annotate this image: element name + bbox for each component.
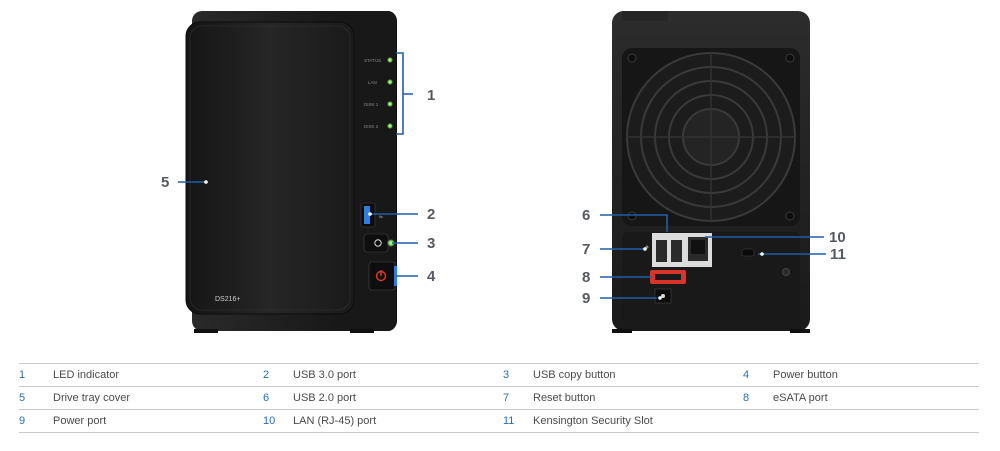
legend-num: 5 (19, 386, 53, 410)
callout-6: 6 (582, 207, 590, 224)
legend-num: 4 (743, 363, 773, 387)
front-foot-right (350, 329, 374, 333)
led-label-status: STATUS (364, 58, 381, 63)
led-lan (387, 79, 393, 85)
power-button (368, 261, 397, 291)
callout-7: 7 (582, 241, 590, 258)
led-status (387, 57, 393, 63)
legend-num: 8 (743, 386, 773, 410)
legend-num: 7 (503, 386, 533, 410)
callout-line-6 (600, 214, 668, 232)
callout-4: 4 (427, 268, 436, 285)
legend-label: Reset button (533, 386, 743, 410)
callout-3: 3 (427, 235, 435, 252)
led-disk2 (387, 123, 393, 129)
legend-label: USB 3.0 port (293, 363, 503, 387)
svg-text:⇆: ⇆ (379, 214, 383, 219)
legend-num: 1 (19, 363, 53, 387)
callout-2: 2 (427, 206, 435, 223)
callout-line-1 (396, 52, 413, 135)
legend-empty (773, 409, 979, 433)
lan-port (688, 237, 708, 261)
legend-label: USB copy button (533, 363, 743, 387)
callout-5: 5 (161, 174, 169, 191)
esata-port (650, 270, 686, 284)
callout-lines (178, 52, 826, 299)
legend-table: 1 LED indicator 2 USB 3.0 port 3 USB cop… (19, 363, 979, 433)
led-indicators: STATUS LAN DISK 1 DISK 2 (364, 57, 393, 129)
kensington-slot (741, 248, 755, 257)
legend-label: eSATA port (773, 386, 979, 410)
led-disk1 (387, 101, 393, 107)
legend-label: USB 2.0 port (293, 386, 503, 410)
rear-screw (782, 268, 790, 276)
led-label-disk1: DISK 1 (364, 102, 379, 107)
legend-num: 3 (503, 363, 533, 387)
legend-num: 2 (263, 363, 293, 387)
power-port (654, 288, 672, 304)
callout-9: 9 (582, 290, 590, 307)
drive-tray-cover (185, 21, 355, 315)
legend-row: 1 LED indicator 2 USB 3.0 port 3 USB cop… (19, 363, 979, 387)
legend-label: LAN (RJ-45) port (293, 409, 503, 433)
usb-copy-button (363, 233, 395, 253)
callout-endpoints (204, 180, 764, 300)
legend-label: LED indicator (53, 363, 263, 387)
legend-row: 5 Drive tray cover 6 USB 2.0 port 7 Rese… (19, 386, 979, 410)
legend-num: 9 (19, 409, 53, 433)
usb3-port: ⇆ (360, 202, 383, 228)
legend-label: Power button (773, 363, 979, 387)
callout-1: 1 (427, 87, 435, 104)
legend-num: 10 (263, 409, 293, 433)
cooling-fan (622, 48, 800, 226)
front-foot-left (194, 329, 218, 333)
front-view: DS216+ STATUS LAN DISK 1 DISK 2 ⇆ (185, 11, 397, 333)
led-label-disk2: DISK 2 (364, 124, 379, 129)
legend-label: Kensington Security Slot (533, 409, 743, 433)
rear-view (612, 11, 810, 333)
callout-11: 11 (830, 246, 846, 263)
callout-10: 10 (829, 229, 846, 246)
legend-num: 6 (263, 386, 293, 410)
legend-num: 11 (503, 409, 533, 433)
legend-empty (743, 409, 773, 433)
led-label-lan: LAN (368, 80, 377, 85)
legend-label: Power port (53, 409, 263, 433)
model-label: DS216+ (215, 296, 241, 303)
callout-8: 8 (582, 269, 590, 286)
legend-row: 9 Power port 10 LAN (RJ-45) port 11 Kens… (19, 409, 979, 433)
legend-label: Drive tray cover (53, 386, 263, 410)
